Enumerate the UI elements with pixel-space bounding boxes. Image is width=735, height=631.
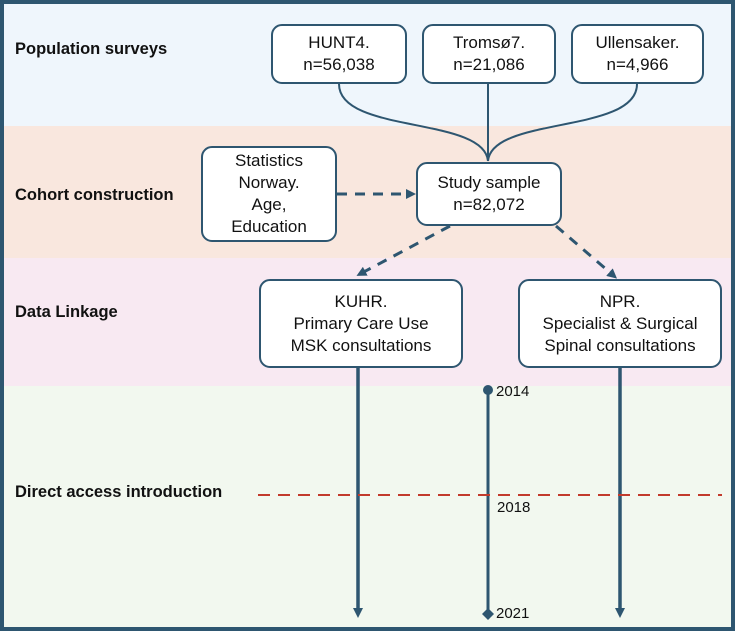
timeline-end-label: 2021	[496, 605, 530, 622]
row-label-data-linkage: Data Linkage	[15, 303, 118, 321]
timeline-start-marker	[483, 385, 493, 395]
hunt4-count: n=56,038	[303, 55, 375, 74]
ullensaker-connector	[487, 83, 638, 162]
timeline-end-marker	[482, 608, 494, 620]
kuhr-label: KUHR.	[334, 291, 388, 311]
tromso7-label: Tromsø7.	[452, 33, 526, 52]
ullensaker-count: n=4,966	[606, 55, 669, 74]
sample-to-npr-arrow	[555, 224, 618, 279]
statistics-norway-line1: Statistics	[234, 151, 304, 170]
row-label-cohort-construction: Cohort construction	[15, 186, 174, 204]
timeline-start-label: 2014	[496, 383, 530, 400]
study-sample-count: n=82,072	[453, 195, 525, 214]
statistics-norway-line3: Age,	[251, 195, 287, 214]
statistics-norway-box: Statistics Norway. Age, Education	[201, 146, 337, 242]
cohort-construction-band	[4, 126, 731, 258]
tromso7-count: n=21,086	[453, 55, 525, 74]
direct-access-band	[4, 386, 731, 627]
kuhr-box: KUHR. Primary Care Use MSK consultations	[259, 279, 463, 368]
kuhr-line3: MSK consultations	[290, 335, 432, 355]
row-label-population-surveys: Population surveys	[15, 40, 168, 58]
npr-line3: Spinal consultations	[544, 335, 696, 355]
npr-label: NPR.	[599, 291, 641, 311]
study-sample-label: Study sample	[437, 173, 541, 192]
statistics-norway-line4: Education	[231, 217, 307, 236]
statistics-norway-line2: Norway.	[238, 173, 300, 192]
hunt4-connector	[338, 83, 489, 162]
hunt4-box: HUNT4. n=56,038	[271, 24, 407, 84]
tromso7-box: Tromsø7. n=21,086	[422, 24, 556, 84]
ullensaker-label: Ullensaker.	[595, 33, 680, 52]
row-label-direct-access: Direct access introduction	[15, 483, 223, 501]
connector-layer	[258, 83, 722, 620]
study-sample-box: Study sample n=82,072	[416, 162, 562, 226]
timeline-intervention-label: 2018	[497, 499, 531, 516]
npr-line2: Specialist & Surgical	[542, 313, 698, 333]
kuhr-line2: Primary Care Use	[293, 313, 429, 333]
npr-box: NPR. Specialist & Surgical Spinal consul…	[518, 279, 722, 368]
ullensaker-box: Ullensaker. n=4,966	[571, 24, 704, 84]
hunt4-label: HUNT4.	[308, 33, 370, 52]
sample-to-kuhr-arrow	[356, 224, 451, 276]
